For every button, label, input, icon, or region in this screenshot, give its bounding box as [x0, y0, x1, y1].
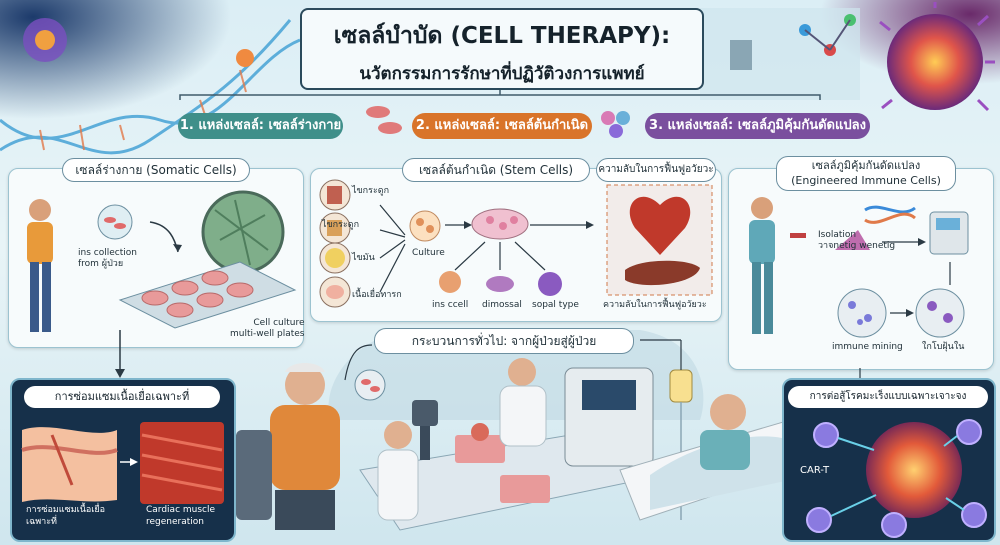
stem-source-3: ไขมัน [352, 253, 375, 263]
stem-output-3: sopal type [532, 300, 579, 310]
stem-header: เซลล์ต้นกำเนิด (Stem Cells) [402, 158, 590, 182]
somatic-culture-label: Cell culture multi-well plates [230, 318, 305, 339]
repair-header: การซ่อมแซมเนื้อเยื่อเฉพาะที่ [24, 386, 220, 408]
title-box: เซลล์บำบัด (CELL THERAPY): นวัตกรรมการรั… [300, 8, 704, 90]
stem-output-2: dimossal [482, 300, 522, 310]
source-pill-stem: 2. แหล่งเซลล์: เซลล์ต้นกำเนิด [412, 113, 592, 139]
cancer-header: การต่อสู้โรคมะเร็งแบบเฉพาะเจาะจง [788, 386, 988, 408]
source-pill-immune: 3. แหล่งเซลล์: เซลล์ภูมิคุ้มกันดัดแปลง [645, 113, 870, 139]
stem-source-4: เนื้อเยื่อทารก [352, 290, 402, 300]
somatic-collection-label: ins collection from ผู้ป่วย [78, 248, 137, 269]
process-header: กระบวนการทั่วไป: จากผู้ป่วยสู่ผู้ป่วย [374, 328, 634, 354]
repair-left-caption: การซ่อมแซมเนื้อเยื่อ เฉพาะที่ [26, 505, 106, 527]
immune-isolation-label: Isolation วาจnetig wenetig [818, 230, 896, 251]
cancer-panel: การต่อสู้โรคมะเร็งแบบเฉพาะเจาะจง CAR-T [782, 378, 996, 542]
stem-output-1: ins ccell [432, 300, 469, 310]
title-line-1: เซลล์บำบัด (CELL THERAPY): [333, 23, 671, 49]
title-line-2: นวัตกรรมการรักษาที่ปฏิวัติวงการแพทย์ [359, 64, 645, 84]
stem-source-1: ไขกระดูก [352, 186, 390, 196]
immune-result-label: ใกโบฝุ้นใน [922, 342, 965, 352]
stem-culture-label: Culture [412, 248, 445, 258]
source-pill-somatic: 1. แหล่งเซลล์: เซลล์ร่างกาย [178, 113, 343, 139]
repair-panel: การซ่อมแซมเนื้อเยื่อเฉพาะที่ การซ่อมแซมเ… [10, 378, 236, 542]
somatic-header: เซลล์ร่างกาย (Somatic Cells) [62, 158, 250, 182]
tumor-illustration [806, 419, 987, 538]
immune-header: เซลล์ภูมิคุ้มกันดัดแปลง (Engineered Immu… [776, 156, 956, 191]
stem-regen-header: ความลับในการฟื้นฟูอวัยวะ [596, 158, 716, 182]
stem-regen-caption: ความลับในการฟื้นฟูอวัยวะ [603, 300, 707, 310]
tissue-illustration [21, 422, 224, 504]
stem-source-2: ไขกระดูก [322, 220, 360, 230]
cart-label: CAR-T [800, 465, 830, 476]
repair-right-caption: Cardiac muscle regeneration [146, 505, 216, 527]
immune-mining-label: immune mining [832, 342, 903, 352]
